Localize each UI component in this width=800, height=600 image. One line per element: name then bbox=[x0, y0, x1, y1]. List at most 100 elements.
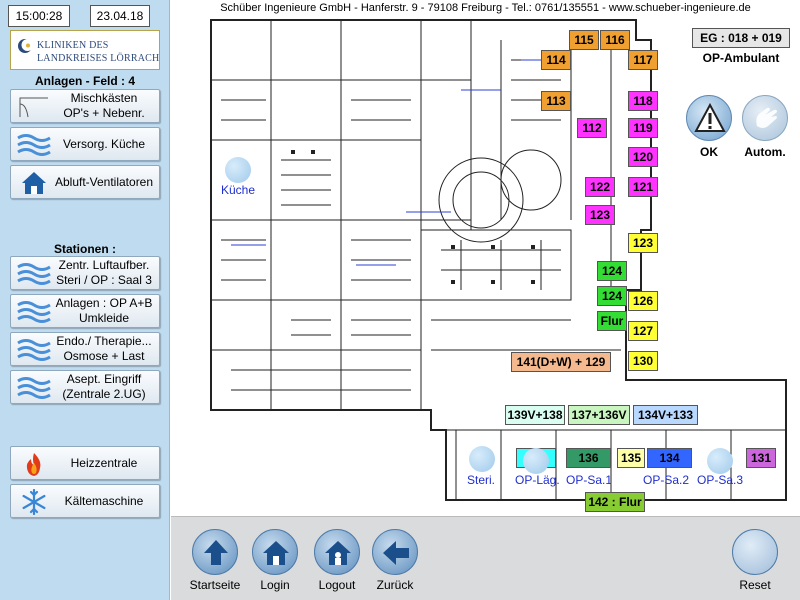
flame-icon bbox=[26, 453, 41, 476]
air-waves-icon bbox=[17, 134, 51, 156]
room-113[interactable]: 113 bbox=[541, 91, 571, 111]
asept-eingriff-button[interactable]: Asept. Eingriff(Zentrale 2.UG) bbox=[10, 370, 160, 404]
room-126[interactable]: 126 bbox=[628, 291, 658, 311]
logout-button[interactable] bbox=[314, 529, 360, 575]
clock-date: 23.04.18 bbox=[90, 5, 150, 27]
reset-button[interactable] bbox=[732, 529, 778, 575]
hand-icon bbox=[756, 107, 777, 128]
zentr-luftaufber-label-2: Steri / OP : Saal 3 bbox=[56, 273, 152, 287]
clinic-logo: KLINIKEN DES LANDKREISES LÖRRACH bbox=[10, 30, 160, 70]
air-waves-icon bbox=[17, 377, 51, 399]
house-person-icon bbox=[325, 541, 351, 565]
logo-text-line2: LANDKREISES LÖRRACH bbox=[37, 53, 160, 64]
endo-therapie-label-1: Endo./ Therapie... bbox=[56, 334, 152, 348]
warning-triangle-icon bbox=[694, 102, 726, 132]
heizzentrale-label: Heizzentrale bbox=[70, 455, 138, 470]
room-131[interactable]: 131 bbox=[746, 448, 776, 468]
op-sa1-station-label[interactable]: OP-Sa.1 bbox=[566, 473, 613, 487]
op-sa2-station-label[interactable]: OP-Sa.2 bbox=[643, 473, 690, 487]
reset-label: Reset bbox=[739, 578, 771, 592]
house-icon bbox=[263, 541, 289, 565]
room-134[interactable]: 134 bbox=[647, 448, 692, 468]
room-118[interactable]: 118 bbox=[628, 91, 658, 111]
room-122[interactable]: 122 bbox=[585, 177, 615, 197]
bottom-navigation: Startseite Login Logout Zurück bbox=[171, 516, 800, 600]
alarm-ok-button[interactable] bbox=[686, 95, 732, 141]
endo-therapie-label-2: Osmose + Last bbox=[63, 349, 145, 363]
room-124-b[interactable]: 124 bbox=[597, 286, 627, 306]
startseite-button[interactable] bbox=[192, 529, 238, 575]
autom-label: Autom. bbox=[744, 145, 786, 159]
login-button[interactable] bbox=[252, 529, 298, 575]
room-116[interactable]: 116 bbox=[600, 30, 630, 50]
kaeltemaschine-button[interactable]: Kältemaschine bbox=[10, 484, 160, 518]
autom-button[interactable] bbox=[742, 95, 788, 141]
room-136[interactable]: 136 bbox=[566, 448, 611, 468]
floor-plan-drawing bbox=[210, 19, 787, 501]
room-119[interactable]: 119 bbox=[628, 118, 658, 138]
anlagen-op-ab-label-2: Umkleide bbox=[78, 311, 129, 325]
op-laeg-station-label[interactable]: OP-Läg. bbox=[515, 473, 560, 487]
heizzentrale-button[interactable]: Heizzentrale bbox=[10, 446, 160, 480]
room-134v-133[interactable]: 134V+133 bbox=[633, 405, 698, 425]
room-135[interactable]: 135 bbox=[617, 448, 645, 468]
room-117[interactable]: 117 bbox=[628, 50, 658, 70]
abluft-ventilatoren-button[interactable]: Abluft-Ventilatoren bbox=[10, 165, 160, 199]
steri-station-icon[interactable] bbox=[469, 446, 495, 472]
floor-indicator: EG : 018 + 019 bbox=[692, 28, 790, 48]
endo-therapie-button[interactable]: Endo./ Therapie...Osmose + Last bbox=[10, 332, 160, 366]
logo-mark-icon bbox=[18, 39, 33, 53]
air-waves-icon bbox=[17, 339, 51, 361]
alarm-ok-label: OK bbox=[700, 145, 718, 159]
snowflake-icon bbox=[22, 489, 46, 515]
room-124-a[interactable]: 124 bbox=[597, 261, 627, 281]
sidebar: 15:00:28 23.04.18 KLINIKEN DES LANDKREIS… bbox=[0, 0, 170, 600]
op-sa3-station-icon[interactable] bbox=[707, 448, 733, 474]
room-flur[interactable]: Flur bbox=[597, 311, 627, 331]
room-112[interactable]: 112 bbox=[577, 118, 607, 138]
room-121[interactable]: 121 bbox=[628, 177, 658, 197]
versorg-kueche-button[interactable]: Versorg. Küche bbox=[10, 127, 160, 161]
asept-eingriff-label-2: (Zentrale 2.UG) bbox=[62, 387, 146, 401]
room-114[interactable]: 114 bbox=[541, 50, 571, 70]
room-130[interactable]: 130 bbox=[628, 351, 658, 371]
asept-eingriff-label-1: Asept. Eingriff bbox=[66, 372, 142, 386]
room-127[interactable]: 127 bbox=[628, 321, 658, 341]
startseite-label: Startseite bbox=[189, 578, 241, 592]
op-laeg-station-icon[interactable] bbox=[523, 448, 549, 474]
room-137-136v[interactable]: 137+136V bbox=[568, 405, 630, 425]
mischkaesten-label-2: OP's + Nebenr. bbox=[63, 106, 145, 120]
kueche-station-icon[interactable] bbox=[225, 157, 251, 183]
steri-station-label[interactable]: Steri. bbox=[467, 473, 496, 487]
room-141-129[interactable]: 141(D+W) + 129 bbox=[511, 352, 611, 372]
logo-text-line1: KLINIKEN DES bbox=[37, 40, 109, 51]
arrow-up-icon bbox=[204, 540, 228, 565]
air-waves-icon bbox=[17, 301, 51, 323]
room-123-yellow[interactable]: 123 bbox=[628, 233, 658, 253]
zurueck-button[interactable] bbox=[372, 529, 418, 575]
stationen-section-title: Stationen : bbox=[54, 242, 116, 256]
room-120[interactable]: 120 bbox=[628, 147, 658, 167]
room-142-flur[interactable]: 142 : Flur bbox=[585, 492, 645, 512]
room-123-magenta[interactable]: 123 bbox=[585, 205, 615, 225]
anlagen-section-title: Anlagen - Feld : 4 bbox=[34, 74, 135, 88]
area-label: OP-Ambulant bbox=[702, 51, 780, 65]
company-header: Schüber Ingenieure GmbH - Hanferstr. 9 -… bbox=[220, 2, 751, 14]
floor-plan-view: Schüber Ingenieure GmbH - Hanferstr. 9 -… bbox=[171, 0, 800, 516]
logout-label: Logout bbox=[318, 578, 356, 592]
room-139v-138[interactable]: 139V+138 bbox=[505, 405, 565, 425]
room-115[interactable]: 115 bbox=[569, 30, 599, 50]
versorg-kueche-label: Versorg. Küche bbox=[62, 136, 146, 151]
kueche-station-label[interactable]: Küche bbox=[221, 183, 256, 197]
op-sa3-station-label[interactable]: OP-Sa.3 bbox=[697, 473, 744, 487]
zentr-luftaufber-button[interactable]: Zentr. Luftaufber.Steri / OP : Saal 3 bbox=[10, 256, 160, 290]
login-label: Login bbox=[260, 578, 290, 592]
kaeltemaschine-label: Kältemaschine bbox=[64, 493, 144, 508]
anlagen-op-ab-label-1: Anlagen : OP A+B bbox=[55, 296, 153, 310]
abluft-ventilatoren-label: Abluft-Ventilatoren bbox=[54, 174, 154, 189]
air-waves-icon bbox=[17, 263, 51, 285]
arrow-left-icon bbox=[383, 541, 409, 565]
